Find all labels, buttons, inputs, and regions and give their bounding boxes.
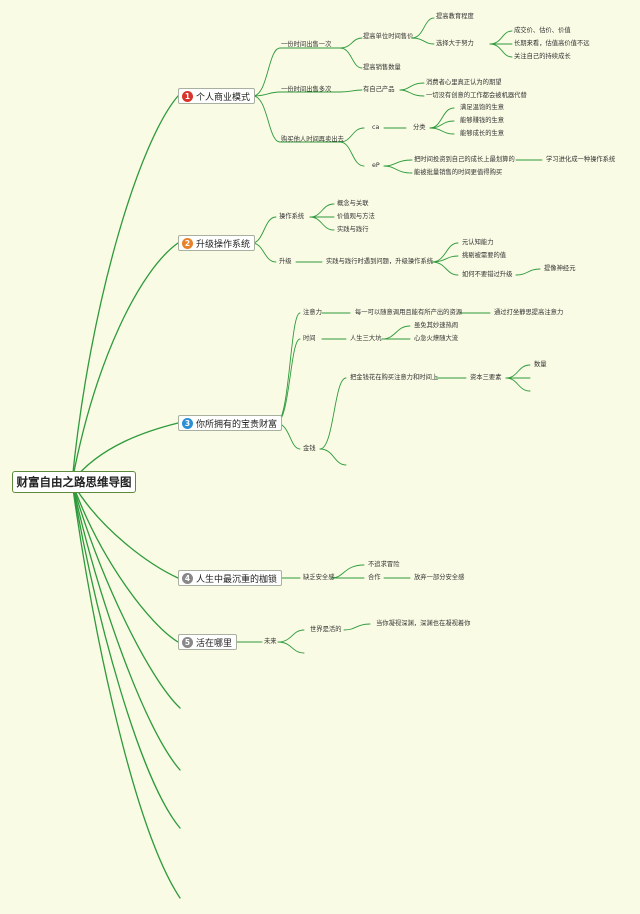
- node-lack-safety[interactable]: 缺乏安全感: [303, 574, 335, 581]
- link-root-b4: [71, 481, 179, 579]
- branch-label: 人生中最沉重的枷锁: [196, 574, 278, 585]
- node-sell-once[interactable]: 一份时间出售一次: [281, 41, 332, 48]
- node-raise-sales[interactable]: 提高销售数量: [363, 64, 401, 71]
- node-ca[interactable]: ca: [372, 124, 380, 131]
- node-choose-effort[interactable]: 选择大于努力: [436, 40, 474, 47]
- link-root-empty-4: [71, 481, 181, 899]
- branch-label: 活在哪里: [196, 638, 233, 649]
- node-pit-2[interactable]: 心急火燎随大流: [414, 335, 459, 342]
- link-root-empty-1: [71, 481, 181, 709]
- number-4-badge-icon: 4: [182, 572, 193, 584]
- number-1-badge-icon: 1: [182, 90, 193, 102]
- node-values[interactable]: 价值观与方法: [337, 213, 375, 220]
- number-2-badge-icon: 2: [182, 237, 193, 249]
- node-cost-price[interactable]: 成交价、估价、价值: [514, 27, 571, 34]
- node-solve-problem[interactable]: 实践与践行时遇到问题，升级操作系统: [326, 258, 434, 265]
- node-invest-time[interactable]: 把时间投资到自己的成长上最划算的: [414, 156, 515, 163]
- node-learn-os[interactable]: 学习进化成一种操作系统: [546, 156, 616, 163]
- node-money[interactable]: 金钱: [303, 445, 316, 452]
- number-5-badge-icon: 5: [182, 636, 193, 648]
- number-3-badge-icon: 3: [182, 417, 193, 429]
- node-world-alive[interactable]: 世界是活的: [310, 626, 342, 633]
- node-abyss[interactable]: 当你凝视深渊，深渊也在凝视着你: [376, 620, 471, 627]
- node-future[interactable]: 未来: [264, 638, 277, 645]
- node-focus-growth[interactable]: 关注自己的持续成长: [514, 53, 571, 60]
- node-raise-education[interactable]: 提高教育程度: [436, 13, 474, 20]
- node-long-term[interactable]: 长期来看，估值高价值不远: [514, 40, 590, 47]
- node-metacognition[interactable]: 元认知能力: [462, 239, 494, 246]
- node-consumer-need[interactable]: 消费者心里真正认为的期望: [426, 79, 502, 86]
- link-root-b2: [71, 242, 179, 483]
- branch-upgrade-os[interactable]: 2 升级操作系统: [178, 235, 256, 251]
- node-pit-1[interactable]: 虽免其妙速热闹: [414, 322, 459, 329]
- link-root-b5: [71, 481, 179, 643]
- node-capital-three[interactable]: 资本三要素: [470, 374, 502, 381]
- node-how-upgrade[interactable]: 如何不要错过升级: [462, 271, 513, 278]
- node-own-product[interactable]: 有自己产品: [363, 86, 395, 93]
- node-time[interactable]: 时间: [303, 335, 316, 342]
- link-root-empty-3: [71, 481, 181, 829]
- branch-personal-business-model[interactable]: 1 个人商业模式: [178, 88, 256, 104]
- node-ep[interactable]: eP: [372, 162, 380, 169]
- branch-label: 你所拥有的宝贵财富: [196, 419, 278, 430]
- node-os[interactable]: 操作系统: [279, 213, 305, 220]
- node-batch-time[interactable]: 能被批量销售的时间更值得购买: [414, 169, 503, 176]
- node-practice[interactable]: 实践与践行: [337, 226, 369, 233]
- link-root-b3: [71, 422, 179, 483]
- node-stubborn[interactable]: 挑剔被需要的值: [462, 252, 507, 259]
- node-buy-time[interactable]: 购买他人时间再卖出去: [281, 136, 344, 143]
- node-classify[interactable]: 分类: [413, 124, 426, 131]
- node-improve-attention[interactable]: 通过打坐静思提高注意力: [494, 309, 564, 316]
- node-cooperate[interactable]: 合作: [368, 574, 381, 581]
- node-give-up[interactable]: 放弃一部分安全感: [414, 574, 465, 581]
- node-upgrade[interactable]: 升级: [279, 258, 292, 265]
- node-every-resource[interactable]: 每一可以随意调用且能有所产出的资源: [355, 309, 463, 316]
- root-node[interactable]: 财富自由之路思维导图: [12, 471, 136, 493]
- node-quantity[interactable]: 数量: [534, 361, 547, 368]
- node-machine-replace[interactable]: 一切没有创意的工作都会被机器代替: [426, 92, 527, 99]
- branch-where-to-live[interactable]: 5 活在哪里: [178, 634, 238, 650]
- node-concept[interactable]: 概念与关联: [337, 200, 369, 207]
- node-attention[interactable]: 注意力: [303, 309, 322, 316]
- link-root-b1: [71, 95, 179, 483]
- node-three-pits[interactable]: 人生三大坑: [350, 335, 382, 342]
- node-satisfy[interactable]: 满足温饱的生意: [460, 104, 505, 111]
- node-neuron[interactable]: 提像神经元: [544, 265, 576, 272]
- branch-label: 个人商业模式: [196, 92, 251, 103]
- node-raise-price[interactable]: 提高单位时间售价: [363, 33, 414, 40]
- node-sell-many[interactable]: 一份时间出售多次: [281, 86, 332, 93]
- branch-valuable-wealth[interactable]: 3 你所拥有的宝贵财富: [178, 415, 283, 431]
- link-root-empty-2: [71, 481, 181, 771]
- branch-heaviest-shackle[interactable]: 4 人生中最沉重的枷锁: [178, 570, 283, 586]
- node-grow[interactable]: 能够成长的生意: [460, 130, 505, 137]
- node-no-risk[interactable]: 不追求冒险: [368, 561, 400, 568]
- node-spend-money[interactable]: 把金钱花在购买注意力和时间上: [350, 374, 439, 381]
- node-earn-money[interactable]: 能够赚钱的生意: [460, 117, 505, 124]
- branch-label: 升级操作系统: [196, 239, 251, 250]
